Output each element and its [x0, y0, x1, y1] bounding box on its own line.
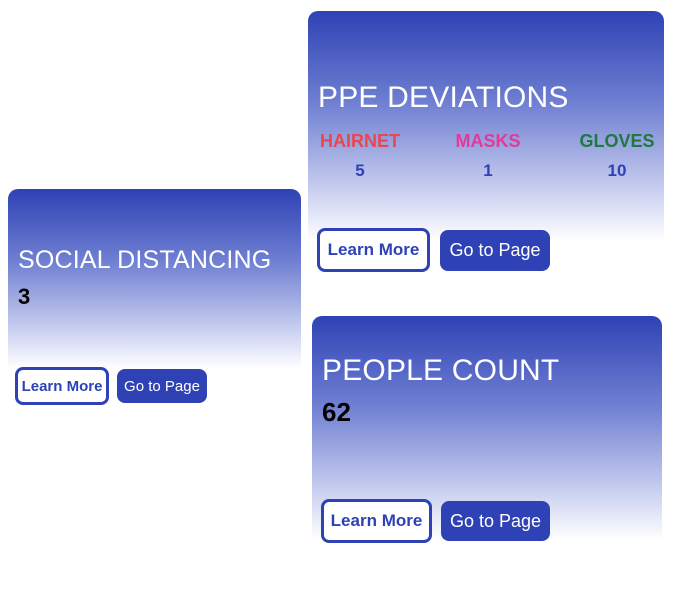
people-learn-more-button[interactable]: Learn More	[321, 499, 432, 543]
social-distancing-count: 3	[18, 284, 31, 309]
social-card-title: SOCIAL DISTANCING	[18, 246, 272, 274]
gloves-count: 10	[607, 161, 627, 180]
ppe-gloves-stat: GLOVES 10	[578, 131, 656, 181]
people-go-to-page-button[interactable]: Go to Page	[441, 501, 550, 541]
gloves-label: GLOVES	[579, 131, 655, 151]
ppe-learn-more-button[interactable]: Learn More	[317, 228, 430, 272]
ppe-hairnet-stat: HAIRNET 5	[318, 131, 402, 181]
people-count-value: 62	[322, 397, 351, 427]
people-card-title: PEOPLE COUNT	[322, 354, 560, 387]
masks-label: MASKS	[455, 131, 521, 151]
social-go-to-page-button[interactable]: Go to Page	[117, 369, 207, 403]
ppe-masks-stat: MASKS 1	[454, 131, 522, 181]
social-distancing-card: SOCIAL DISTANCING 3	[8, 189, 301, 369]
social-learn-more-button[interactable]: Learn More	[15, 367, 109, 405]
hairnet-label: HAIRNET	[320, 131, 400, 151]
ppe-deviations-card: PPE DEVIATIONS HAIRNET 5 MASKS 1 GLOVES …	[308, 11, 664, 241]
hairnet-count: 5	[355, 161, 365, 180]
ppe-go-to-page-button[interactable]: Go to Page	[440, 230, 550, 271]
masks-count: 1	[483, 161, 493, 180]
ppe-card-title: PPE DEVIATIONS	[318, 81, 569, 114]
